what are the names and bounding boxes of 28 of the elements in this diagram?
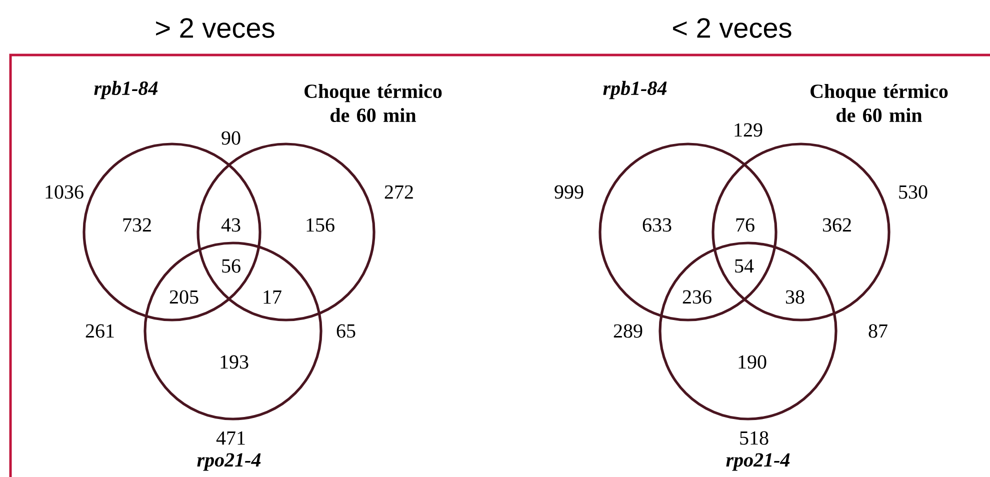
count-label: 190	[738, 355, 766, 369]
count-label: 129	[734, 123, 762, 137]
count-label: 205	[170, 290, 198, 304]
count-label: 17	[264, 290, 282, 304]
count-label: 362	[822, 218, 851, 232]
count-label: 87	[868, 324, 888, 338]
count-label: 38	[786, 290, 804, 304]
count-label: 633	[642, 218, 672, 232]
set-label: rpb1-84	[94, 80, 158, 100]
count-label: 56	[222, 259, 240, 273]
count-label: 43	[221, 218, 240, 232]
count-label: 236	[682, 290, 712, 304]
count-label: 261	[86, 324, 114, 338]
count-label: 76	[736, 218, 754, 232]
set-label: Choque térmico de 60 min	[810, 84, 948, 122]
count-label: 289	[614, 324, 642, 338]
count-label: 193	[220, 355, 248, 369]
panel-heading: < 2 veces	[673, 18, 792, 38]
count-label: 90	[222, 131, 240, 145]
set-label: rpo21-4	[197, 453, 261, 471]
count-label: 54	[735, 259, 754, 273]
panel-heading: > 2 veces	[156, 18, 274, 38]
count-label: 65	[336, 324, 356, 338]
set-label: rpb1-84	[603, 80, 667, 100]
count-label: 156	[306, 218, 334, 232]
count-label: 732	[123, 218, 151, 232]
set-label: rpo21-4	[726, 453, 790, 471]
set-label: Choque térmico de 60 min	[304, 84, 442, 122]
